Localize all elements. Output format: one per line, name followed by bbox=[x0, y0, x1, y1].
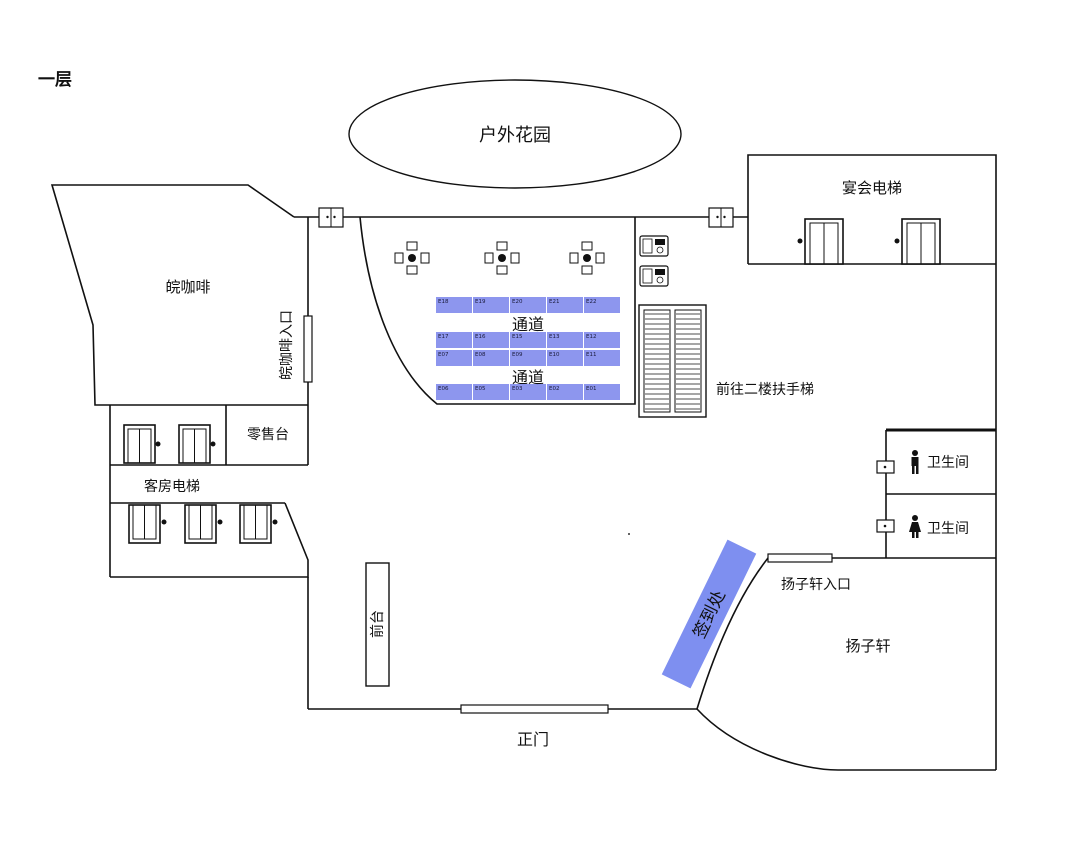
booth-label: E10 bbox=[549, 352, 560, 358]
booth[interactable]: E15 bbox=[510, 332, 546, 348]
elevator-door-icon[interactable] bbox=[239, 504, 278, 544]
escalator-icon[interactable] bbox=[638, 304, 707, 418]
seating-area-boundary bbox=[359, 216, 636, 405]
booth[interactable]: E17 bbox=[436, 332, 472, 348]
booth[interactable]: E06 bbox=[436, 384, 472, 400]
booth-label: E08 bbox=[475, 352, 486, 358]
booth[interactable]: E01 bbox=[584, 384, 620, 400]
elevator-door-icon[interactable] bbox=[128, 504, 167, 544]
booth-label: E15 bbox=[512, 334, 523, 340]
elevator-door-icon[interactable] bbox=[184, 504, 223, 544]
elevator-door-icon[interactable] bbox=[178, 424, 216, 464]
lounge-seating-icon bbox=[484, 241, 520, 275]
floor-title: 一层 bbox=[38, 70, 72, 90]
atm-icon[interactable] bbox=[639, 265, 669, 287]
main-gate[interactable]: 正门 bbox=[460, 704, 609, 749]
booth-label: E12 bbox=[586, 334, 596, 340]
woman-icon bbox=[909, 515, 921, 538]
booth-label: E03 bbox=[512, 386, 523, 392]
booth[interactable]: E10 bbox=[547, 350, 583, 366]
main-gate-label: 正门 bbox=[517, 730, 549, 749]
lounge-seating-icon bbox=[569, 241, 605, 275]
front-desk[interactable]: 前台 bbox=[365, 562, 390, 687]
booth[interactable]: E13 bbox=[547, 332, 583, 348]
booth-label: E01 bbox=[586, 386, 596, 392]
coffee-shop-label: 皖咖啡 bbox=[165, 278, 210, 296]
elevator-door-icon[interactable] bbox=[123, 424, 161, 464]
booth-label: E20 bbox=[512, 299, 523, 305]
booth[interactable]: E05 bbox=[473, 384, 509, 400]
yangzixuan-entrance[interactable]: 扬子轩入口 bbox=[767, 553, 851, 593]
restroom-women[interactable]: 卫生间 bbox=[876, 515, 969, 538]
coffee-entrance[interactable]: 皖咖啡入口 bbox=[279, 310, 313, 383]
booth-label: E06 bbox=[438, 386, 449, 392]
booth[interactable]: E19 bbox=[473, 297, 509, 313]
yangzixuan-entrance-label: 扬子轩入口 bbox=[781, 577, 851, 593]
booth-label: E13 bbox=[549, 334, 560, 340]
guest-elevator-label: 客房电梯 bbox=[144, 478, 200, 495]
dot-marker bbox=[628, 533, 630, 535]
booth-label: E21 bbox=[549, 299, 559, 305]
restroom-women-label: 卫生间 bbox=[927, 521, 969, 537]
booth-label: E07 bbox=[438, 352, 449, 358]
booth[interactable]: E20 bbox=[510, 297, 546, 313]
booth[interactable]: E11 bbox=[584, 350, 620, 366]
man-icon bbox=[911, 450, 919, 474]
retail-counter-label: 零售台 bbox=[247, 427, 289, 443]
aisle-label: 通道 bbox=[512, 368, 544, 387]
lounge-seating-icon bbox=[394, 241, 430, 275]
elevator-door-icon[interactable] bbox=[797, 218, 844, 265]
booth-label: E02 bbox=[549, 386, 559, 392]
restroom-men-label: 卫生间 bbox=[927, 455, 969, 471]
booth-label: E16 bbox=[475, 334, 486, 340]
booth[interactable]: E16 bbox=[473, 332, 509, 348]
aisle-label: 通道 bbox=[512, 315, 544, 334]
booth-label: E19 bbox=[475, 299, 486, 305]
checkin-desk[interactable]: 签到处 bbox=[661, 539, 757, 689]
yangzixuan-label: 扬子轩 bbox=[845, 637, 890, 655]
booth-label: E11 bbox=[586, 352, 596, 358]
booth[interactable]: E02 bbox=[547, 384, 583, 400]
booth[interactable]: E22 bbox=[584, 297, 620, 313]
outdoor-garden[interactable]: 户外花园 bbox=[348, 79, 682, 189]
coffee-entrance-label: 皖咖啡入口 bbox=[279, 310, 295, 380]
elevator-door-icon[interactable] bbox=[894, 218, 941, 265]
booth[interactable]: E21 bbox=[547, 297, 583, 313]
booth[interactable]: E09 bbox=[510, 350, 546, 366]
double-door-icon[interactable] bbox=[708, 207, 734, 228]
banquet-elevator-label: 宴会电梯 bbox=[842, 179, 902, 197]
booth-label: E09 bbox=[512, 352, 523, 358]
booth[interactable]: E08 bbox=[473, 350, 509, 366]
booth-label: E17 bbox=[438, 334, 449, 340]
double-door-icon[interactable] bbox=[318, 207, 344, 228]
restroom-men[interactable]: 卫生间 bbox=[876, 450, 969, 474]
booth[interactable]: E18 bbox=[436, 297, 472, 313]
booth[interactable]: E03 bbox=[510, 384, 546, 400]
booth[interactable]: E07 bbox=[436, 350, 472, 366]
booth-label: E05 bbox=[475, 386, 486, 392]
atm-icon[interactable] bbox=[639, 235, 669, 257]
booth-label: E22 bbox=[586, 299, 596, 305]
escalator-label: 前往二楼扶手梯 bbox=[716, 381, 814, 398]
outdoor-garden-label: 户外花园 bbox=[479, 125, 551, 146]
booth[interactable]: E12 bbox=[584, 332, 620, 348]
front-desk-label: 前台 bbox=[369, 610, 386, 638]
booth-label: E18 bbox=[438, 299, 449, 305]
